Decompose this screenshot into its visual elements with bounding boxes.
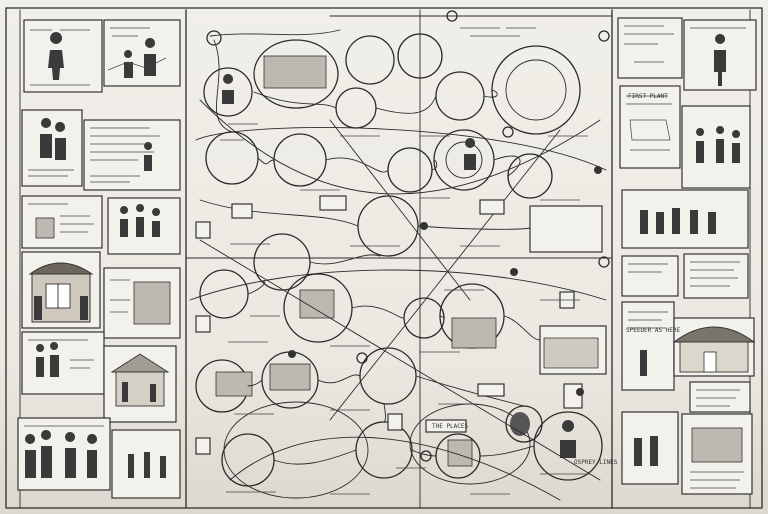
scribbled-text	[220, 27, 590, 495]
right-panels	[617, 17, 757, 495]
left-panels	[17, 19, 181, 499]
caption-right: SPEEDER AS HERE	[626, 327, 681, 334]
label-top-right: FIRST PLANT	[628, 93, 668, 100]
sheet-border	[5, 7, 763, 509]
caption-left: OSPREY LINES	[574, 459, 618, 466]
center-network	[189, 10, 610, 501]
label-mid: THE PLACES	[432, 423, 469, 430]
